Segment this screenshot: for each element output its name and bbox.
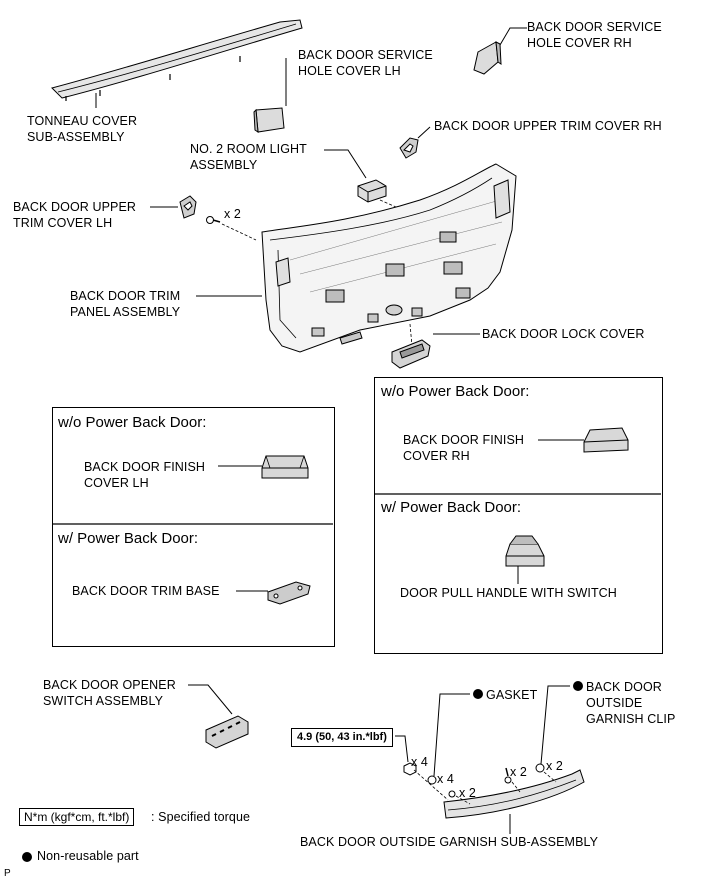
right-top-title: w/o Power Back Door:	[381, 383, 530, 400]
label-tonneau-line1: TONNEAU COVER	[27, 114, 138, 128]
screw-drawing	[206, 216, 221, 224]
legend-nonreusable-label: Non-reusable part	[37, 849, 139, 863]
label-clip-line3: GARNISH CLIP	[586, 712, 676, 726]
left-bottom-part: BACK DOOR TRIM BASE	[72, 584, 220, 598]
trim-panel-drawing	[261, 163, 517, 353]
trim-base-drawing	[267, 581, 311, 605]
right-bottom-title: w/ Power Back Door:	[381, 499, 522, 516]
label-lock-cover: BACK DOOR LOCK COVER	[482, 327, 645, 341]
label-upper-rh: BACK DOOR UPPER TRIM COVER RH	[434, 119, 662, 133]
corner-mark: P	[4, 868, 11, 879]
label-tonneau-line2: SUB-ASSEMBLY	[27, 130, 125, 144]
left-top-part-line1: BACK DOOR FINISH	[84, 460, 206, 474]
left-top-part-line2: COVER LH	[84, 476, 149, 490]
room-light-drawing	[357, 179, 387, 203]
label-opener-line2: SWITCH ASSEMBLY	[43, 694, 164, 708]
gasket-leader	[433, 693, 470, 777]
label-clip-line2: OUTSIDE	[586, 696, 643, 710]
right-top-part-line2: COVER RH	[403, 449, 470, 463]
right-options-box	[374, 377, 663, 654]
torque-spec-box: 4.9 (50, 43 in.*lbf)	[291, 728, 393, 747]
torque-leader	[395, 735, 409, 763]
label-hole-lh-line1: BACK DOOR SERVICE	[298, 48, 433, 62]
label-qty-nut: x 4	[411, 755, 428, 769]
label-qty-clip: x 2	[546, 759, 563, 773]
clip-leader	[540, 685, 570, 765]
label-trim-panel-line1: BACK DOOR TRIM	[70, 289, 181, 303]
upper-trim-lh-drawing	[179, 195, 197, 219]
label-hole-lh-line2: HOLE COVER LH	[298, 64, 401, 78]
garnish-drawing	[443, 769, 585, 819]
clip-part-drawing	[535, 763, 545, 773]
right-top-part-line1: BACK DOOR FINISH	[403, 433, 525, 447]
label-room-light-line1: NO. 2 ROOM LIGHT	[190, 142, 307, 156]
hole-cover-lh-drawing	[253, 107, 285, 133]
finish-cover-lh-drawing	[261, 455, 309, 479]
opener-leader	[188, 684, 233, 715]
upper-trim-rh-drawing	[399, 137, 419, 159]
stud-drawing	[448, 767, 512, 798]
label-hole-rh-line2: HOLE COVER RH	[527, 36, 632, 50]
label-room-light-line2: ASSEMBLY	[190, 158, 258, 172]
left-bottom-title: w/ Power Back Door:	[58, 530, 199, 547]
room-light-leader	[324, 149, 367, 179]
hole-rh-leader	[499, 27, 527, 46]
hole-cover-rh-drawing	[473, 41, 502, 75]
nonreusable-dot-gasket	[473, 689, 483, 699]
label-trim-panel-line2: PANEL ASSEMBLY	[70, 305, 181, 319]
label-upper-lh-line1: BACK DOOR UPPER	[13, 200, 137, 214]
finish-cover-rh-drawing	[583, 427, 629, 453]
upper-rh-leader	[417, 126, 431, 139]
door-pull-drawing	[505, 535, 545, 567]
label-qty-screw: x 2	[224, 207, 241, 221]
nonreusable-dot-clip	[573, 681, 583, 691]
gasket-part-drawing	[427, 775, 437, 785]
label-opener-line1: BACK DOOR OPENER	[43, 678, 176, 692]
label-clip-line1: BACK DOOR	[586, 680, 662, 694]
left-options-box	[52, 407, 335, 647]
lock-cover-drawing	[391, 339, 431, 369]
opener-switch-drawing	[205, 715, 249, 749]
label-gasket: GASKET	[486, 688, 538, 702]
left-top-title: w/o Power Back Door:	[58, 414, 207, 431]
label-hole-rh-line1: BACK DOOR SERVICE	[527, 20, 662, 34]
label-qty-gasket: x 4	[437, 772, 454, 786]
label-upper-lh-line2: TRIM COVER LH	[13, 216, 113, 230]
tonneau-cover-drawing	[51, 19, 303, 101]
legend-torque-desc: : Specified torque	[151, 810, 251, 824]
label-qty-stud-right: x 2	[510, 765, 527, 779]
label-qty-stud-left: x 2	[459, 786, 476, 800]
label-garnish: BACK DOOR OUTSIDE GARNISH SUB-ASSEMBLY	[300, 835, 599, 849]
right-bottom-part: DOOR PULL HANDLE WITH SWITCH	[400, 586, 617, 600]
legend-torque-key: N*m (kgf*cm, ft.*lbf)	[19, 808, 135, 826]
legend-nonreusable-dot	[22, 852, 32, 862]
